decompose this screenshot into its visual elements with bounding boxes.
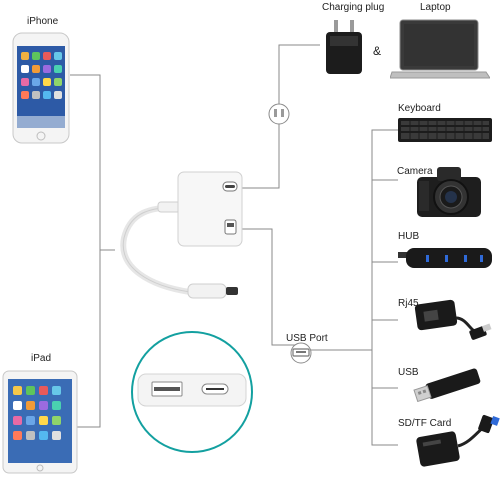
sd-card-reader-image: [416, 414, 500, 467]
ipad-image: [2, 370, 78, 474]
rj45-label: Rj45: [398, 298, 419, 309]
sd-card-label: SD/TF Card: [398, 418, 452, 429]
keyboard-image: [398, 118, 492, 142]
keyboard-label: Keyboard: [398, 103, 441, 114]
port-detail-circle: [131, 331, 253, 453]
hub-label: HUB: [398, 231, 420, 242]
iphone-image: [12, 32, 70, 144]
ipad-label: iPad: [31, 353, 52, 364]
camera-label: Camera: [397, 166, 433, 177]
hub-image: [398, 248, 492, 268]
adapter-image: [120, 171, 243, 299]
camera-image: [417, 167, 481, 217]
charging-plug-label: Charging plug: [322, 2, 385, 13]
usb-port-label: USB Port: [286, 333, 328, 344]
iphone-label: iPhone: [27, 16, 59, 27]
laptop-image: [390, 19, 490, 79]
ampersand-text: &: [373, 44, 382, 58]
usb-image: [413, 368, 481, 402]
usb-label: USB: [398, 367, 419, 378]
charging-plug-image: [326, 20, 362, 74]
rj45-image: [414, 299, 492, 340]
laptop-label: Laptop: [420, 2, 451, 13]
